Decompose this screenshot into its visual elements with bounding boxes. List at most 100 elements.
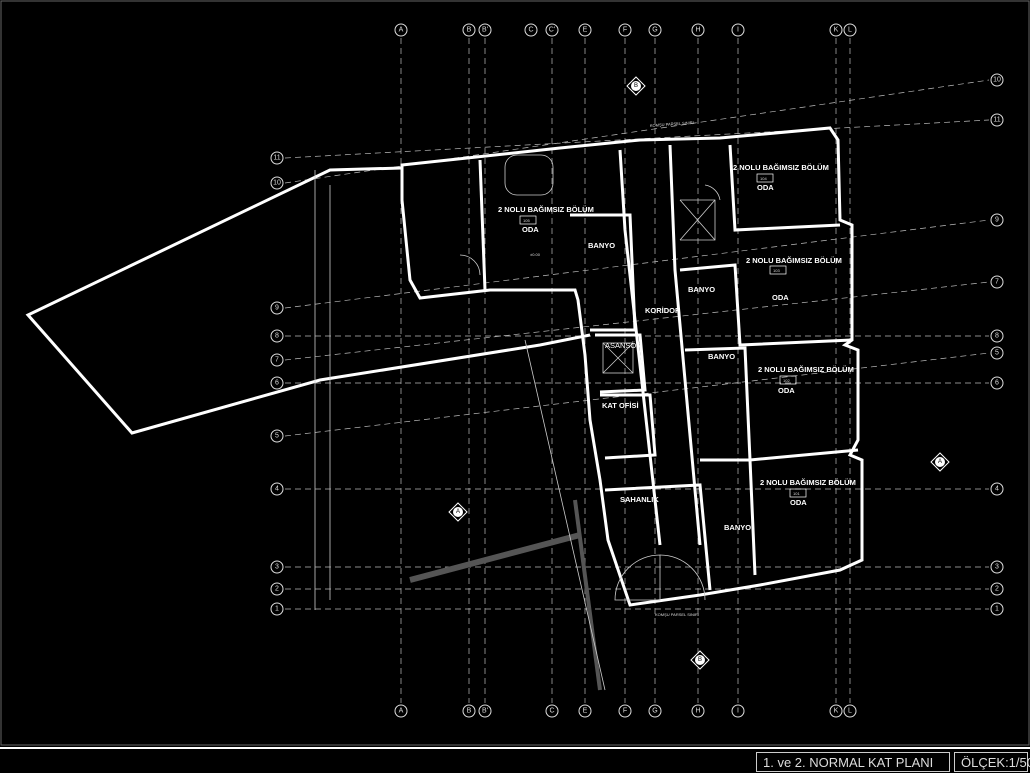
axis-bubble-H: H: [691, 704, 705, 718]
svg-text:B': B': [482, 708, 488, 715]
svg-text:6: 6: [275, 380, 279, 387]
axis-bubble-7: 7: [270, 353, 284, 367]
axis-bubble-I: I: [731, 23, 745, 37]
svg-text:C': C': [549, 27, 555, 34]
axis-bubble-F: F: [618, 23, 632, 37]
svg-text:2: 2: [995, 586, 999, 593]
svg-text:E: E: [583, 708, 588, 715]
axis-bubble-K: K: [829, 704, 843, 718]
svg-text:G: G: [652, 27, 657, 34]
svg-text:3: 3: [275, 564, 279, 571]
axis-bubble-11: 11: [990, 113, 1004, 127]
axis-bubble-E: E: [578, 704, 592, 718]
axis-bubble-4: 4: [270, 482, 284, 496]
svg-text:8: 8: [995, 333, 999, 340]
unit-label: 2 NOLU BAĞIMSIZ BÖLÜM: [760, 478, 856, 487]
room-name: ODA: [778, 386, 795, 395]
room-104: 2 NOLU BAĞIMSIZ BÖLÜM 104 ODA: [733, 163, 829, 192]
axis-bubble-B': B': [478, 23, 492, 37]
svg-text:I: I: [737, 27, 739, 34]
svg-text:A: A: [938, 459, 942, 465]
svg-text:8: 8: [275, 333, 279, 340]
axis-bubble-B: B: [462, 23, 476, 37]
axis-bubble-9: 9: [990, 213, 1004, 227]
svg-text:B: B: [467, 27, 472, 34]
svg-text:11: 11: [993, 117, 1000, 124]
svg-text:9: 9: [275, 305, 279, 312]
svg-text:11: 11: [273, 155, 280, 162]
site-outline: [25, 166, 606, 691]
drawing-scale: ÖLÇEK:1/50: [954, 752, 1030, 772]
banyo-label: BANYO: [588, 241, 615, 250]
axis-bubble-3: 3: [270, 560, 284, 574]
axis-bubble-L: L: [843, 704, 857, 718]
building-walls: [400, 126, 864, 607]
room-number: 104: [760, 176, 767, 181]
svg-text:H: H: [695, 27, 700, 34]
axis-bubble-1: 1: [990, 602, 1004, 616]
grid-line: [284, 219, 990, 309]
svg-text:9: 9: [995, 217, 999, 224]
unit-label: 2 NOLU BAĞIMSIZ BÖLÜM: [746, 256, 842, 265]
sahanlik-label: SAHANLIK: [620, 495, 659, 504]
svg-text:4: 4: [275, 486, 279, 493]
svg-text:H: H: [695, 708, 700, 715]
svg-text:B: B: [698, 657, 702, 663]
axis-bubble-2: 2: [270, 582, 284, 596]
svg-text:I: I: [737, 708, 739, 715]
axis-bubble-2: 2: [990, 582, 1004, 596]
drawing-frame: [0, 0, 1030, 746]
axis-bubble-H: H: [691, 23, 705, 37]
svg-text:10: 10: [993, 77, 1001, 84]
banyo-label: BANYO: [724, 523, 751, 532]
svg-text:1: 1: [995, 606, 999, 613]
svg-text:L: L: [848, 27, 852, 34]
room-102: 2 NOLU BAĞIMSIZ BÖLÜM 102 ODA: [758, 365, 854, 395]
level-mark: ±0.00: [530, 252, 541, 257]
axis-bubble-B': B': [478, 704, 492, 718]
svg-text:F: F: [623, 27, 627, 34]
axis-bubble-10: 10: [990, 73, 1004, 87]
room-name: ODA: [772, 293, 789, 302]
axis-bubble-A: A: [394, 23, 408, 37]
svg-text:F: F: [623, 708, 627, 715]
room-name: ODA: [522, 225, 539, 234]
svg-text:7: 7: [995, 279, 999, 286]
axis-bubble-8: 8: [990, 329, 1004, 343]
svg-text:B': B': [482, 27, 488, 34]
axis-bubble-F: F: [618, 704, 632, 718]
axis-bubble-9: 9: [270, 301, 284, 315]
svg-text:7: 7: [275, 357, 279, 364]
svg-text:A: A: [399, 27, 404, 34]
svg-text:A: A: [456, 509, 460, 515]
svg-text:B: B: [634, 83, 638, 89]
axis-bubble-1: 1: [270, 602, 284, 616]
svg-text:K: K: [834, 708, 839, 715]
axis-bubble-8: 8: [270, 329, 284, 343]
asansor-label: ASANSÖR: [605, 341, 642, 350]
neighbor-boundary-note: KOMŞU PARSEL SINIRI: [650, 120, 694, 128]
svg-text:3: 3: [995, 564, 999, 571]
axis-bubble-5: 5: [270, 429, 284, 443]
svg-text:L: L: [848, 708, 852, 715]
banyo-label: BANYO: [688, 285, 715, 294]
room-101: 2 NOLU BAĞIMSIZ BÖLÜM 101 ODA: [760, 478, 856, 507]
axis-bubble-7: 7: [990, 275, 1004, 289]
axis-bubble-6: 6: [990, 376, 1004, 390]
axis-bubble-3: 3: [990, 560, 1004, 574]
room-105: 2 NOLU BAĞIMSIZ BÖLÜM 105 ODA: [498, 205, 594, 234]
axis-bubble-A: A: [394, 704, 408, 718]
axis-bubble-I: I: [731, 704, 745, 718]
axis-bubble-C: C: [545, 704, 559, 718]
unit-label: 2 NOLU BAĞIMSIZ BÖLÜM: [758, 365, 854, 374]
axis-bubble-11: 11: [270, 151, 284, 165]
axis-bubble-L: L: [843, 23, 857, 37]
grid-line: [284, 281, 990, 361]
room-number: 103: [773, 268, 780, 273]
room-number: 105: [523, 218, 530, 223]
axis-bubble-B: B: [462, 704, 476, 718]
axis-bubble-K: K: [829, 23, 843, 37]
koridor-label: KORİDOR: [645, 306, 681, 315]
